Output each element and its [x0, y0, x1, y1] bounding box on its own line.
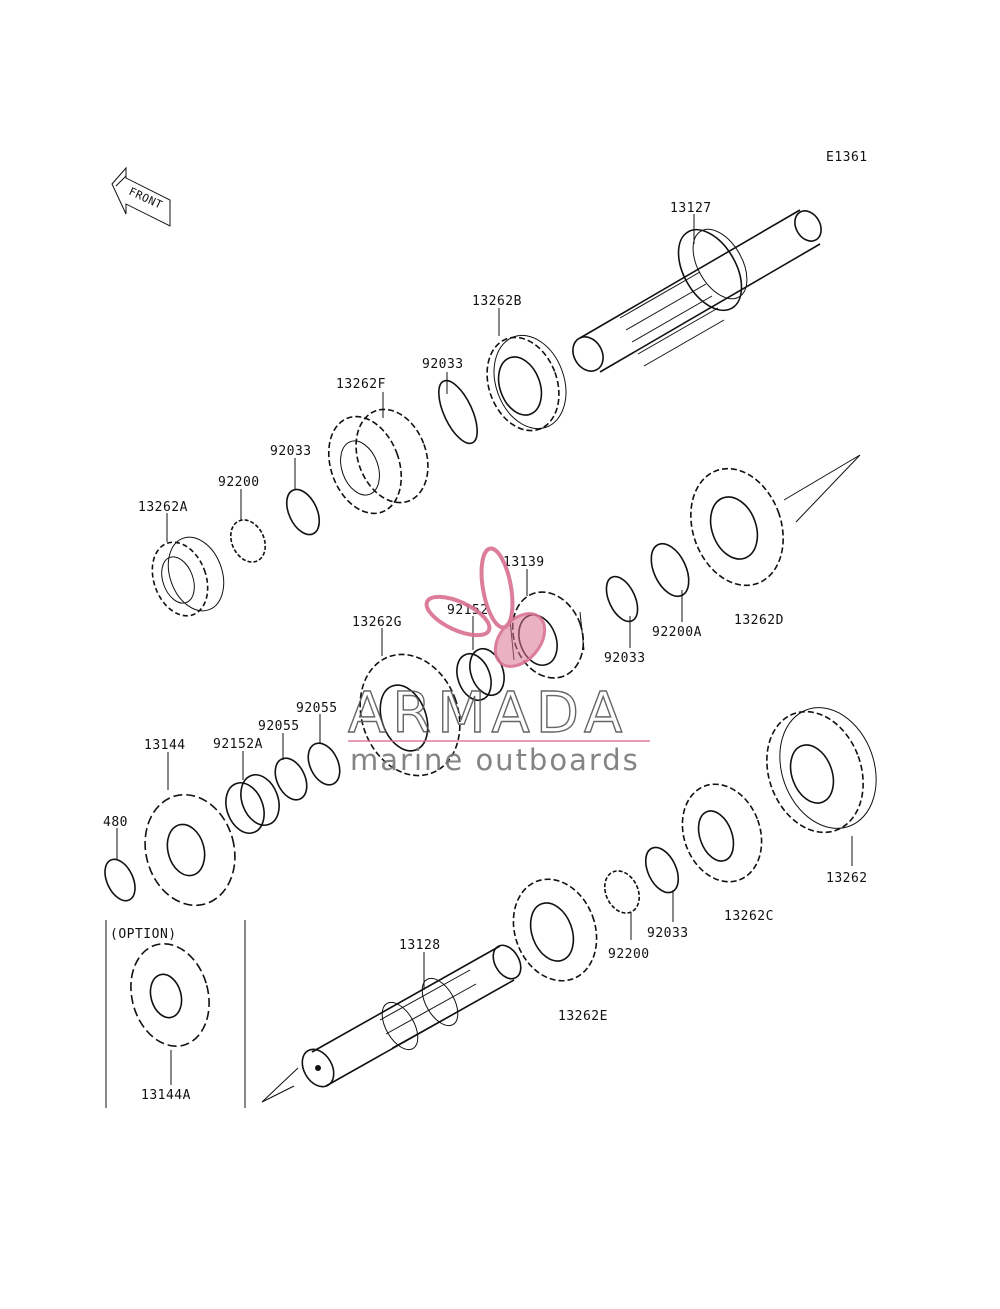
label-13139: 13139: [503, 555, 545, 570]
label-13262: 13262: [826, 871, 868, 886]
label-13262A: 13262A: [138, 500, 188, 515]
watermark: ARMADA marine outboards: [347, 546, 650, 777]
circlip-92033-b-drawing: [285, 488, 321, 536]
label-92152A: 92152A: [213, 737, 263, 752]
shaft-13128-drawing: [301, 944, 522, 1088]
oring-92055-a-drawing: [307, 742, 341, 786]
label-13128: 13128: [399, 938, 441, 953]
sprocket-13144-drawing: [144, 793, 236, 907]
label-92200-a: 92200: [218, 475, 260, 490]
label-92200A: 92200A: [652, 625, 702, 640]
label-92033-a: 92033: [422, 357, 464, 372]
label-92200-b: 92200: [608, 947, 650, 962]
propeller-logo-icon: [424, 546, 547, 668]
label-13262D: 13262D: [734, 613, 784, 628]
diagram-code: E1361: [826, 150, 868, 165]
circlip-480-drawing: [104, 858, 136, 902]
label-13262F: 13262F: [336, 377, 386, 392]
circlip-92033-c-drawing: [605, 575, 639, 623]
leader-13262D-arrow: [783, 454, 861, 523]
gear-13262B-drawing: [486, 334, 567, 432]
gear-13262A-drawing: [151, 536, 225, 617]
gear-13262F-drawing: [327, 408, 429, 515]
label-13144: 13144: [144, 738, 186, 753]
gear-13262D-drawing: [690, 467, 784, 587]
label-92055-b: 92055: [258, 719, 300, 734]
front-arrow-icon: FRONT: [111, 166, 171, 227]
collar-92152-drawing: [456, 647, 505, 702]
label-92033-d: 92033: [647, 926, 689, 941]
circlip-92033-d-drawing: [644, 846, 680, 894]
gear-13262E-drawing: [512, 878, 598, 982]
washer-92200-a-drawing: [229, 519, 267, 563]
label-13262B: 13262B: [472, 294, 522, 309]
leader-13128-arrow: [261, 1067, 299, 1103]
oring-92055-b-drawing: [274, 757, 308, 801]
circlip-92033-a-drawing: [438, 379, 478, 445]
gear-13262C-drawing: [681, 783, 763, 883]
watermark-tagline: marine outboards: [350, 743, 640, 777]
gear-13262-drawing: [766, 707, 877, 834]
label-92033-b: 92033: [270, 444, 312, 459]
option-label: (OPTION): [110, 927, 177, 942]
label-92033-c: 92033: [604, 651, 646, 666]
label-13262G: 13262G: [352, 615, 402, 630]
label-92055-a: 92055: [296, 701, 338, 716]
collar-92152A-drawing: [225, 774, 280, 834]
gear-13262G-drawing: [359, 653, 461, 777]
washer-92200-b-drawing: [603, 870, 641, 914]
label-13262E: 13262E: [558, 1009, 608, 1024]
label-480: 480: [103, 815, 128, 830]
shaft-13127-drawing: [572, 209, 822, 373]
label-13262C: 13262C: [724, 909, 774, 924]
watermark-brand: ARMADA: [348, 681, 628, 746]
label-13127: 13127: [670, 201, 712, 216]
washer-92200A-drawing: [650, 542, 690, 598]
label-92152: 92152: [447, 603, 489, 618]
sprocket-13144A-drawing: [130, 943, 210, 1047]
label-13144A: 13144A: [141, 1088, 191, 1103]
